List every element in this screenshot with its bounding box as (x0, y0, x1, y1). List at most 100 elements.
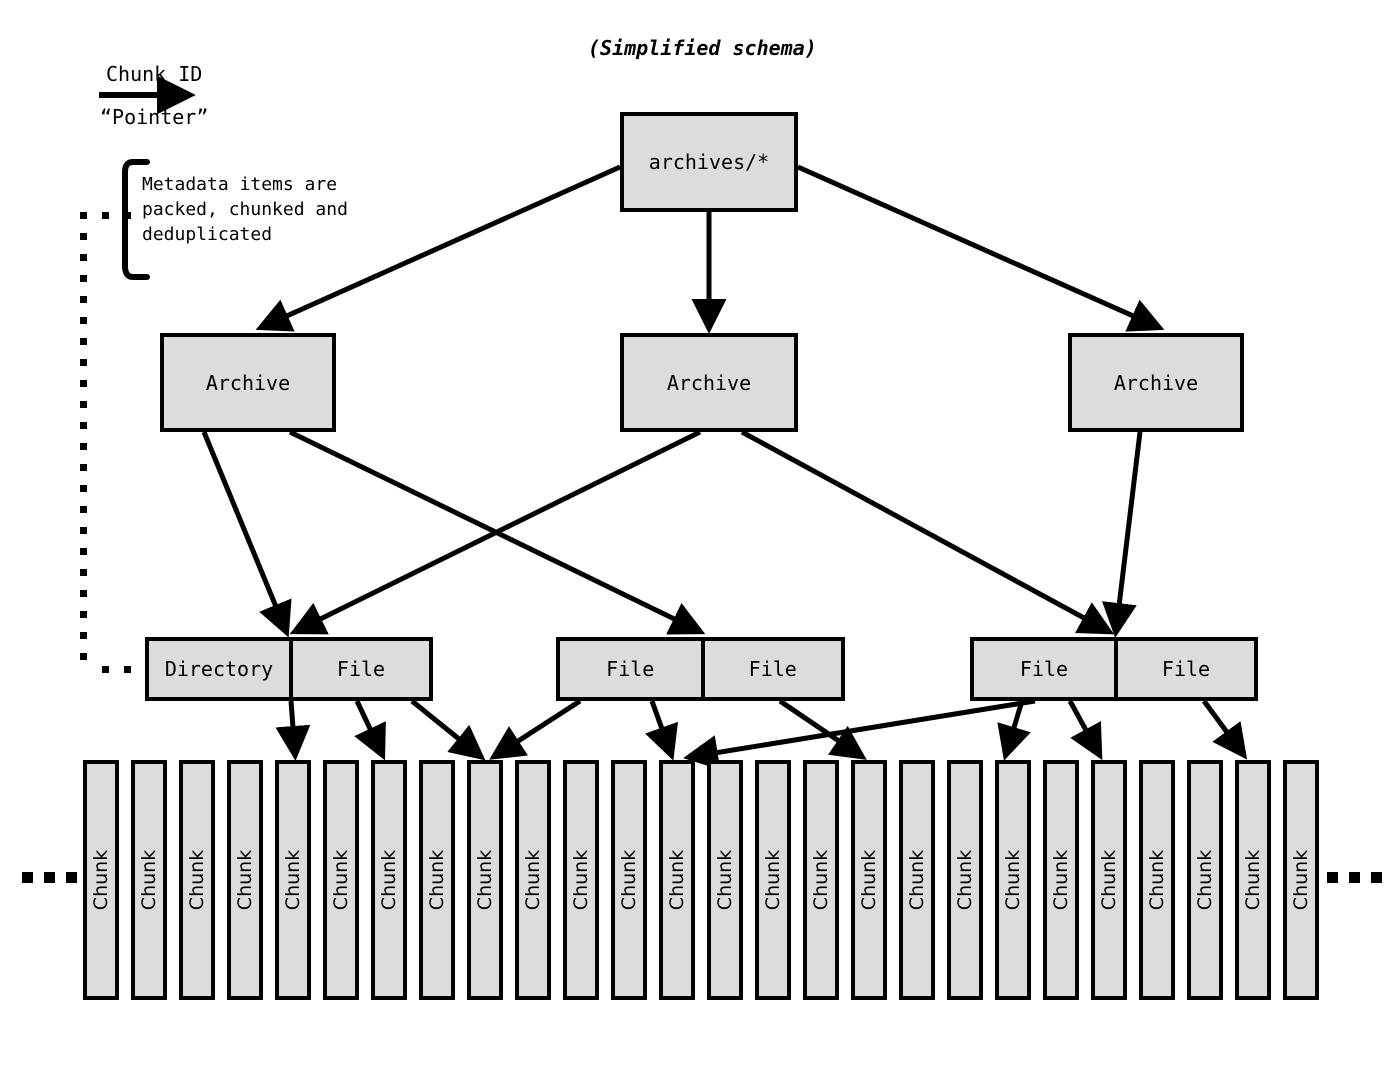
node-chunk-24[interactable]: Chunk (1187, 760, 1223, 1000)
node-chunk-9[interactable]: Chunk (467, 760, 503, 1000)
node-archives-root[interactable]: archives/* (620, 112, 798, 212)
scope-dotted-dot (80, 338, 87, 345)
node-chunk-1[interactable]: Chunk (83, 760, 119, 1000)
metadata-note-text: Metadata items are packed, chunked and d… (142, 174, 348, 245)
node-label: File (606, 657, 655, 681)
chunk-label: Chunk (954, 849, 976, 911)
scope-dotted-dot (80, 359, 87, 366)
chunk-label: Chunk (234, 849, 256, 911)
scope-dotted-dot (80, 506, 87, 513)
node-chunk-3[interactable]: Chunk (179, 760, 215, 1000)
edge-archive-2-to-group-1 (289, 429, 702, 635)
node-label: File (1161, 657, 1211, 681)
scope-dotted-dot (80, 296, 87, 303)
scope-dotted-dot (124, 666, 131, 673)
node-label: Archive (205, 370, 291, 395)
chunk-row-ellipsis-left-dot (66, 872, 77, 883)
scope-dotted-dot (80, 233, 87, 240)
node-chunk-19[interactable]: Chunk (947, 760, 983, 1000)
node-chunk-23[interactable]: Chunk (1139, 760, 1175, 1000)
node-chunk-12[interactable]: Chunk (611, 760, 647, 1000)
node-item-file-32[interactable]: File (1114, 641, 1254, 697)
node-chunk-22[interactable]: Chunk (1091, 760, 1127, 1000)
node-chunk-11[interactable]: Chunk (563, 760, 599, 1000)
chunk-label: Chunk (1050, 849, 1072, 911)
chunk-label: Chunk (1098, 849, 1120, 911)
node-chunk-8[interactable]: Chunk (419, 760, 455, 1000)
edge-file-2a-to-chunk-9 (489, 698, 582, 760)
chunk-row-ellipsis-left-dot (44, 872, 55, 883)
edge-file-3a-to-chunk-22 (1067, 699, 1103, 761)
node-chunk-17[interactable]: Chunk (851, 760, 887, 1000)
page-title: (Simplified schema) (588, 36, 817, 60)
node-chunk-15[interactable]: Chunk (755, 760, 791, 1000)
node-item-file-22[interactable]: File (700, 641, 842, 697)
edge-file-3a-to-chunk-20 (997, 700, 1031, 761)
edge-file-2a-to-chunk-13 (645, 700, 679, 761)
node-archive-1[interactable]: Archive (160, 333, 336, 432)
chunk-row-ellipsis-right-dot (1349, 872, 1360, 883)
node-chunk-20[interactable]: Chunk (995, 760, 1031, 1000)
scope-dotted-dot (80, 485, 87, 492)
scope-dotted-dot (102, 212, 109, 219)
scope-dotted-dot (80, 611, 87, 618)
chunk-label: Chunk (282, 849, 304, 911)
scope-dotted-dot (80, 212, 87, 219)
chunk-label: Chunk (522, 849, 544, 911)
chunk-label: Chunk (858, 849, 880, 911)
node-chunk-10[interactable]: Chunk (515, 760, 551, 1000)
item-group-2: File File (556, 637, 845, 701)
edge-file-2b-to-chunk-17 (778, 698, 867, 760)
node-chunk-13[interactable]: Chunk (659, 760, 695, 1000)
edge-archive-1-to-group-1 (201, 431, 292, 638)
node-chunk-16[interactable]: Chunk (803, 760, 839, 1000)
chunk-label: Chunk (1002, 849, 1024, 911)
node-chunk-5[interactable]: Chunk (275, 760, 311, 1000)
chunk-label: Chunk (618, 849, 640, 911)
scope-dotted-dot (80, 569, 87, 576)
chunk-row-ellipsis-right-dot (1327, 872, 1338, 883)
legend-pointer-label: “Pointer” (100, 105, 209, 129)
node-label: Archive (1113, 370, 1199, 395)
chunk-label: Chunk (666, 849, 688, 911)
chunk-label: Chunk (90, 849, 112, 911)
chunk-label: Chunk (186, 849, 208, 911)
node-item-file-21[interactable]: File (560, 641, 701, 697)
chunk-row-ellipsis-right-dot (1371, 872, 1382, 883)
scope-dotted-dot (80, 317, 87, 324)
node-chunk-18[interactable]: Chunk (899, 760, 935, 1000)
edge-file-3b-to-chunk-25 (1201, 699, 1248, 760)
scope-dotted-dot (80, 380, 87, 387)
node-chunk-25[interactable]: Chunk (1235, 760, 1271, 1000)
node-item-file-12[interactable]: File (289, 641, 429, 697)
node-item-file-31[interactable]: File (974, 641, 1114, 697)
node-archive-3[interactable]: Archive (1068, 333, 1244, 432)
scope-dotted-dot (80, 443, 87, 450)
edge-file-1a-to-chunk-9 (410, 699, 486, 761)
edge-archive-1-to-group-2 (288, 429, 706, 635)
chunk-label: Chunk (1194, 849, 1216, 911)
item-group-1: Directory File (145, 637, 433, 701)
node-label: Directory (164, 657, 274, 681)
scope-dotted-dot (80, 464, 87, 471)
chunk-label: Chunk (1290, 849, 1312, 911)
edge-archive-3-to-group-3 (1101, 431, 1143, 638)
scope-dotted-dot (80, 590, 87, 597)
node-chunk-7[interactable]: Chunk (371, 760, 407, 1000)
node-label: archives/* (648, 150, 770, 174)
node-chunk-26[interactable]: Chunk (1283, 760, 1319, 1000)
node-chunk-14[interactable]: Chunk (707, 760, 743, 1000)
node-chunk-6[interactable]: Chunk (323, 760, 359, 1000)
node-chunk-2[interactable]: Chunk (131, 760, 167, 1000)
node-item-directory-11[interactable]: Directory (149, 641, 289, 697)
scope-dotted-dot (102, 666, 109, 673)
node-label: File (336, 657, 386, 681)
node-chunk-4[interactable]: Chunk (227, 760, 263, 1000)
node-chunk-21[interactable]: Chunk (1043, 760, 1079, 1000)
scope-dotted-dot (80, 527, 87, 534)
chunk-label: Chunk (762, 849, 784, 911)
node-archive-2[interactable]: Archive (620, 333, 798, 432)
chunk-label: Chunk (1146, 849, 1168, 911)
scope-dotted-dot (80, 401, 87, 408)
